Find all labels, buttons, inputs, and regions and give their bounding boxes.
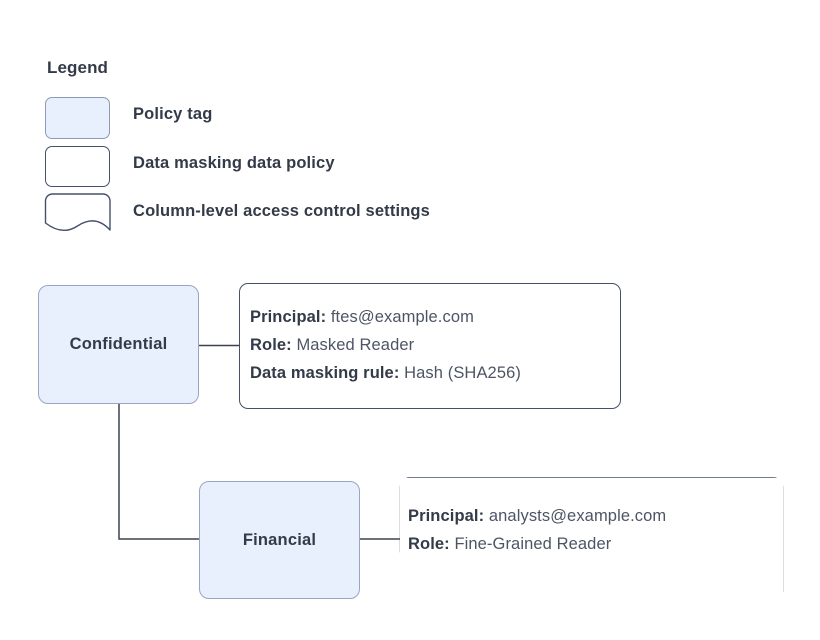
policy-tag-node-label: Financial xyxy=(242,530,317,549)
detail-line-principal: Principal: analysts@example.com xyxy=(408,502,775,530)
data-masking-policy-box[interactable]: Principal: ftes@example.com Role: Masked… xyxy=(239,283,621,409)
detail-value: Fine-Grained Reader xyxy=(454,535,612,553)
detail-value: Masked Reader xyxy=(296,336,415,354)
data-masking-policy-lines: Principal: ftes@example.com Role: Masked… xyxy=(250,303,612,387)
detail-value: analysts@example.com xyxy=(488,507,667,525)
legend-item-label-policy-tag: Policy tag xyxy=(133,105,213,123)
detail-key: Data masking rule: xyxy=(250,364,400,382)
legend-item-label-data-masking-policy: Data masking data policy xyxy=(133,154,335,172)
detail-value: Hash (SHA256) xyxy=(404,364,521,382)
detail-key: Role: xyxy=(408,535,450,553)
policy-tag-node-label: Confidential xyxy=(69,335,168,353)
policy-tag-node-financial[interactable]: Financial xyxy=(199,481,360,599)
detail-line-role: Role: Fine-Grained Reader xyxy=(408,530,775,558)
legend-title: Legend xyxy=(47,58,109,77)
detail-value: ftes@example.com xyxy=(330,308,474,326)
policy-tag-node-confidential[interactable]: Confidential xyxy=(38,285,199,404)
connector-confidential-to-financial xyxy=(118,404,199,540)
column-access-settings-lines: Principal: analysts@example.com Role: Fi… xyxy=(408,502,775,558)
data-masking-policy-swatch xyxy=(45,146,110,187)
detail-key: Principal: xyxy=(408,507,485,525)
detail-line-role: Role: Masked Reader xyxy=(250,331,612,359)
detail-line-principal: Principal: ftes@example.com xyxy=(250,303,612,331)
detail-key: Principal: xyxy=(250,308,327,326)
column-access-settings-box[interactable]: Principal: analysts@example.com Role: Fi… xyxy=(400,478,783,594)
legend-item-label-column-access-settings: Column-level access control settings xyxy=(133,202,430,220)
column-access-settings-swatch xyxy=(44,193,111,231)
detail-line-data-masking-rule: Data masking rule: Hash (SHA256) xyxy=(250,359,612,387)
policy-tag-swatch xyxy=(45,97,110,139)
detail-key: Role: xyxy=(250,336,292,354)
